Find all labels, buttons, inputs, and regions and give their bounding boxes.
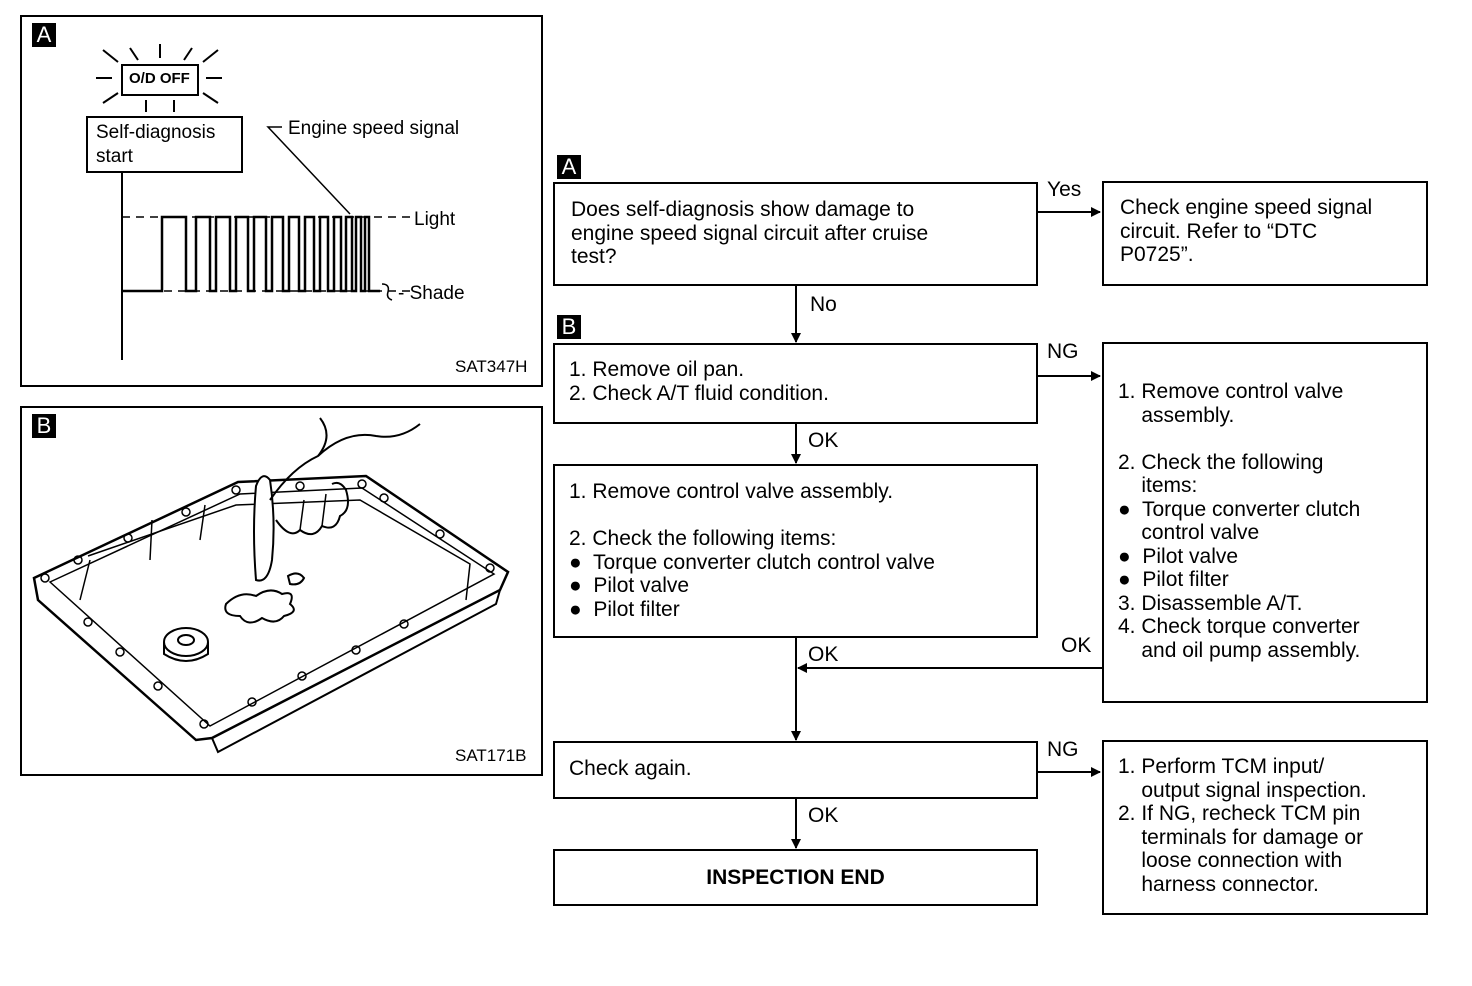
self-diagnosis-label: Self-diagnosis [96, 122, 216, 143]
no-label: No [810, 293, 837, 316]
question-engine-speed-box: Does self-diagnosis show damage to engin… [553, 182, 1038, 286]
od-off-label: O/D OFF [129, 70, 190, 87]
perform-tcm-inspection-box: 1. Perform TCM input/ output signal insp… [1102, 740, 1428, 915]
check-again-box: Check again. [553, 741, 1038, 799]
check-again-text: Check again. [569, 757, 692, 780]
shade-text: Shade [409, 283, 465, 304]
panel-a-code: SAT347H [455, 357, 528, 376]
remove-control-valve-ng-text: 1. Remove control valve assembly. 2. Che… [1118, 380, 1361, 662]
perform-tcm-inspection-text: 1. Perform TCM input/ output signal insp… [1118, 755, 1367, 896]
panel-b-code: SAT171B [455, 746, 527, 765]
ng-label-2: NG [1047, 738, 1079, 761]
ok-label-3: OK [1061, 634, 1092, 657]
start-label: start [96, 146, 133, 167]
inspection-end-text: INSPECTION END [706, 866, 885, 889]
remove-control-valve-ng-box: 1. Remove control valve assembly. 2. Che… [1102, 342, 1428, 703]
ok-label-1: OK [808, 429, 839, 452]
panel-b-tag: B [32, 414, 56, 438]
remove-control-valve-box: 1. Remove control valve assembly. 2. Che… [553, 464, 1038, 638]
ng-label-1: NG [1047, 340, 1079, 363]
ok-label-4: OK [808, 804, 839, 827]
panel-a-tag: A [32, 23, 56, 47]
panel-b-oil-pan-figure [20, 406, 543, 776]
warning-lamp-rays [96, 44, 222, 112]
shade-label: - Shade [398, 283, 465, 304]
question-engine-speed-text: Does self-diagnosis show damage to engin… [571, 198, 929, 268]
inspection-end-box: INSPECTION END [553, 849, 1038, 906]
check-engine-speed-text: Check engine speed signal circuit. Refer… [1120, 196, 1373, 266]
ok-label-2: OK [808, 643, 839, 666]
yes-label: Yes [1047, 178, 1082, 201]
flow-tag-a: A [557, 155, 581, 179]
remove-oil-pan-box: 1. Remove oil pan. 2. Check A/T fluid co… [553, 343, 1038, 424]
remove-control-valve-text: 1. Remove control valve assembly. 2. Che… [569, 480, 935, 621]
light-label: Light [414, 209, 456, 230]
flow-tag-b: B [557, 315, 581, 339]
check-engine-speed-box: Check engine speed signal circuit. Refer… [1102, 181, 1428, 286]
od-off-indicator: O/D OFF [121, 64, 199, 96]
remove-oil-pan-text: 1. Remove oil pan. 2. Check A/T fluid co… [569, 358, 829, 405]
engine-speed-signal-label: Engine speed signal [288, 118, 460, 139]
self-diagnosis-start-box: Self-diagnosis start [86, 116, 243, 173]
